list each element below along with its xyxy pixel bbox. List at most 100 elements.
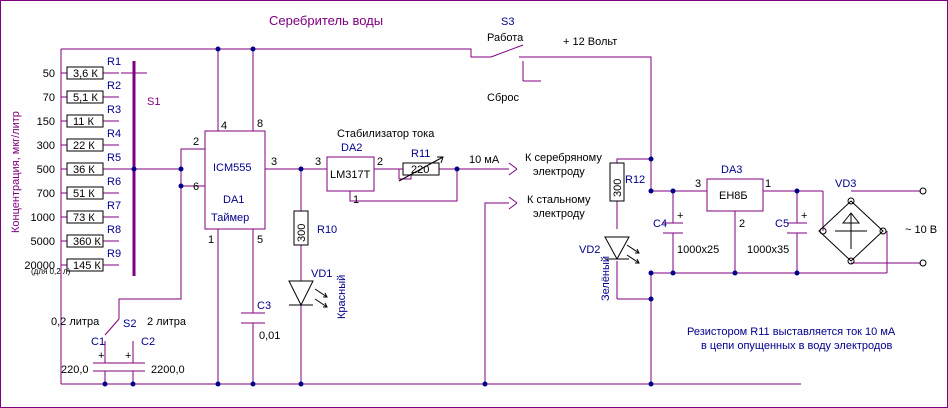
da1-ref: DA1 [223,194,244,206]
da1-chip-label: ICM555 [213,162,252,174]
c5-plus: + [801,210,807,222]
resistor-r1 [66,66,104,80]
r10-resistor [293,210,309,246]
concentration-value: 20000 [24,260,55,272]
resistor-r7 [66,210,104,224]
ac-input-label: ~ 10 В [905,224,937,236]
resistor-ref: R3 [107,104,121,116]
resistor-r8 [66,234,104,248]
vd3-bridge-icon [818,200,884,262]
r10-value: 300 [296,224,308,242]
concentration-value: 70 [43,92,55,104]
da3-ref: DA3 [721,164,742,176]
s3-reset-label: Сброс [487,92,519,104]
resistor-ref: R9 [107,248,121,260]
da1-pin3: 3 [271,156,277,168]
wires [60,44,921,385]
da1-pin5: 5 [257,234,263,246]
resistor-value: 22 К [73,140,95,152]
concentration-note: (для 0,2 л) [31,267,71,276]
r10-ref: R10 [317,224,337,236]
r12-resistor [609,162,625,202]
s1-label: S1 [147,96,160,108]
resistor-value: 73 К [73,212,95,224]
concentration-value: 300 [37,140,55,152]
r11-value: 220 [411,164,429,176]
vd3-ref: VD3 [835,178,856,190]
da1-pin2: 2 [193,136,199,148]
concentration-value: 700 [37,188,55,200]
resistor-r6 [66,186,104,200]
resistor-ref: R2 [107,80,121,92]
c1-value: 220,0 [61,364,89,376]
vd1-ref: VD1 [311,268,332,280]
concentration-value: 1000 [31,212,55,224]
resistor-ref: R5 [107,152,121,164]
c2-plus: + [125,350,131,362]
c3-ref: C3 [257,300,271,312]
resistor-ref: R6 [107,176,121,188]
resistor-value: 3,6 К [73,68,98,80]
current-label: 10 мА [469,154,500,166]
resistor-value: 51 К [73,188,95,200]
resistor-r9 [66,258,104,272]
s2-left-label: 0,2 литра [51,316,100,328]
r12-value: 300 [612,179,624,197]
da3-pin1: 1 [765,178,771,190]
s2-switch [93,318,145,384]
concentration-axis-label: Концентрация, мкг/литр [10,111,22,233]
r11-trimmer [398,156,444,182]
resistor-ref: R1 [107,56,121,68]
da2-pin3: 3 [315,156,321,168]
r11-ref: R11 [411,148,430,160]
silver-electrode-line2: электроду [533,166,585,178]
c1-plus: + [98,350,104,362]
resistor-value: 11 К [73,116,94,128]
resistor-ref: R8 [107,224,121,236]
da1-pin4: 4 [221,120,227,132]
steel-electrode-line2: электроду [533,208,585,220]
resistor-value: 5,1 К [73,92,98,104]
vd1-color: Красный [336,275,348,319]
s3-work-label: Работа [487,32,524,44]
da3-chip-label: ЕН8Б [719,190,748,202]
steel-electrode-line1: К стальному [527,194,591,206]
note-line1: Резистором R11 выставляется ток 10 мА [687,326,896,338]
c5-value: 1000x35 [747,244,789,256]
da3-pin3: 3 [695,178,701,190]
resistor-ref: R7 [107,200,121,212]
vd1-led-icon [288,280,328,308]
concentration-value: 5000 [31,236,55,248]
c2-value: 2200,0 [151,364,185,376]
ac-terminals [819,187,927,267]
da2-regulator-chip [326,156,375,192]
s3-ref: S3 [501,16,514,28]
c1-ref: C1 [91,336,105,348]
concentration-value: 500 [37,164,55,176]
resistor-value: 36 К [73,164,95,176]
da2-pin2: 2 [377,156,383,168]
da2-ref: DA2 [341,142,362,154]
da2-chip-label: LM317T [330,169,371,181]
c4-value: 1000x25 [677,244,719,256]
da2-heading: Стабилизатор тока [337,128,435,140]
c3-value: 0,01 [259,330,280,342]
silver-electrode-line1: К серебряному [525,152,602,164]
da3-pin2: 2 [739,218,745,230]
supply-label: + 12 Вольт [563,36,617,48]
concentration-value: 150 [37,116,55,128]
da1-pin1: 1 [208,234,214,246]
resistor-r5 [66,162,104,176]
da1-timer-chip [204,130,266,230]
c4-ref: C4 [653,218,667,230]
s2-ref: S2 [123,318,136,330]
resistor-value: 145 К [73,260,101,272]
resistor-r4 [66,138,104,152]
vd2-color: Зелёный [600,256,612,301]
da1-pin6: 6 [193,181,199,193]
c3-capacitor [241,312,265,324]
